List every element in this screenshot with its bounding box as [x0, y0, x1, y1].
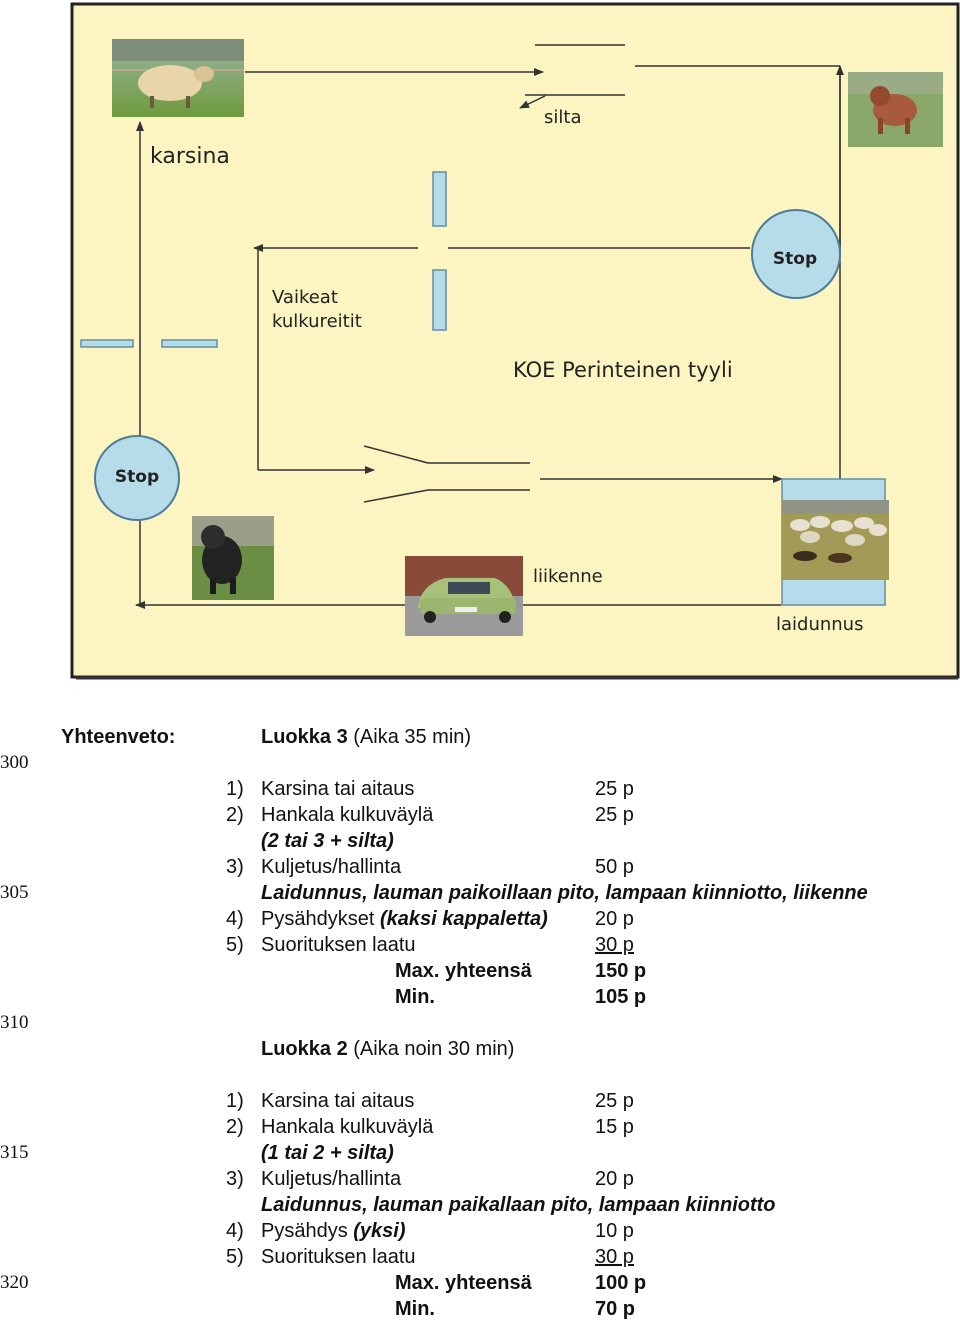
difficult-paths-label-line1: Vaikeat — [272, 287, 338, 308]
class2-title-bold: Luokka 2 — [261, 1038, 348, 1060]
obstacle-bar — [80, 339, 134, 348]
item-label-extra: (yksi) — [353, 1220, 406, 1242]
grazing-label: laidunnus — [776, 614, 863, 635]
item-number: 4) — [226, 908, 244, 930]
sheep-flock-photo — [782, 500, 889, 580]
obstacle-bar — [161, 339, 218, 348]
item-number: 2) — [226, 804, 244, 826]
max-points: 100 p — [595, 1272, 647, 1294]
item-number: 1) — [226, 778, 244, 800]
traffic-label: liikenne — [533, 566, 603, 587]
stop-sign-right: Stop — [751, 209, 841, 299]
min-label: Min. — [395, 986, 435, 1008]
item-label: Suorituksen laatu — [261, 1246, 416, 1268]
black-dog-photo — [192, 516, 274, 600]
class2-title: Luokka 2 (Aika noin 30 min) — [261, 1038, 514, 1061]
item-points: 10 p — [595, 1220, 634, 1242]
item-points: 25 p — [595, 778, 634, 800]
stop-sign-left: Stop — [94, 435, 180, 521]
max-label: Max. yhteensä — [395, 1272, 532, 1294]
item-number: 5) — [226, 1246, 244, 1268]
item-note: (1 tai 2 + silta) — [261, 1142, 394, 1164]
item-number: 3) — [226, 1168, 244, 1190]
max-label: Max. yhteensä — [395, 960, 532, 982]
max-points: 150 p — [595, 960, 647, 982]
obstacle-bar — [432, 171, 447, 227]
course-diagram: Stop Stop — [70, 2, 960, 680]
item-points: 20 p — [595, 908, 634, 930]
item-points: 30 p — [595, 1246, 634, 1268]
item-note: Laidunnus, lauman paikallaan pito, lampa… — [261, 1194, 776, 1216]
item-label: Karsina tai aitaus — [261, 1090, 415, 1112]
obstacle-bars — [80, 171, 447, 348]
car-photo — [405, 556, 523, 636]
item-label: Kuljetus/hallinta — [261, 1168, 402, 1190]
line-number: 315 — [0, 1142, 29, 1163]
item-number: 2) — [226, 1116, 244, 1138]
item-points: 30 p — [595, 934, 634, 956]
summary-label: Yhteenveto: — [61, 726, 176, 748]
class2-title-rest: (Aika noin 30 min) — [347, 1038, 515, 1060]
class3-title-bold: Luokka 3 — [261, 726, 348, 748]
line-number: 300 — [0, 752, 29, 773]
item-points: 15 p — [595, 1116, 634, 1138]
sheep-photo — [112, 39, 244, 117]
item-number: 4) — [226, 1220, 244, 1242]
item-number: 3) — [226, 856, 244, 878]
pen-label: karsina — [150, 144, 230, 169]
obstacle-bar — [432, 269, 447, 331]
item-label: Kuljetus/hallinta — [261, 856, 402, 878]
brown-dog-photo — [848, 72, 943, 147]
min-points: 70 p — [595, 1298, 636, 1320]
item-label: Suorituksen laatu — [261, 934, 416, 956]
item-label: Hankala kulkuväylä — [261, 804, 434, 826]
route-lines — [135, 44, 844, 609]
line-number: 320 — [0, 1272, 29, 1293]
item-label: Karsina tai aitaus — [261, 778, 415, 800]
item-number: 1) — [226, 1090, 244, 1112]
stop-label: Stop — [773, 249, 817, 269]
item-note: Laidunnus, lauman paikoillaan pito, lamp… — [261, 882, 868, 904]
item-number: 5) — [226, 934, 244, 956]
class3-title: Luokka 3 (Aika 35 min) — [261, 726, 471, 749]
item-label: Pysähdys (yksi) — [261, 1220, 406, 1242]
item-note: (2 tai 3 + silta) — [261, 830, 394, 852]
item-label-extra: (kaksi kappaletta) — [379, 908, 548, 930]
min-points: 105 p — [595, 986, 647, 1008]
item-points: 20 p — [595, 1168, 634, 1190]
difficult-paths-label-line2: kulkureitit — [272, 311, 362, 332]
line-number: 310 — [0, 1012, 29, 1033]
bridge-label: silta — [544, 107, 581, 128]
diagram-title: KOE Perinteinen tyyli — [513, 358, 733, 382]
item-points: 25 p — [595, 804, 634, 826]
class3-title-rest: (Aika 35 min) — [347, 726, 472, 748]
item-points: 25 p — [595, 1090, 634, 1112]
item-points: 50 p — [595, 856, 634, 878]
min-label: Min. — [395, 1298, 435, 1320]
item-label: Pysähdykset (kaksi kappaletta) — [261, 908, 548, 930]
item-label: Hankala kulkuväylä — [261, 1116, 434, 1138]
line-number: 305 — [0, 882, 29, 903]
stop-label: Stop — [115, 467, 159, 487]
